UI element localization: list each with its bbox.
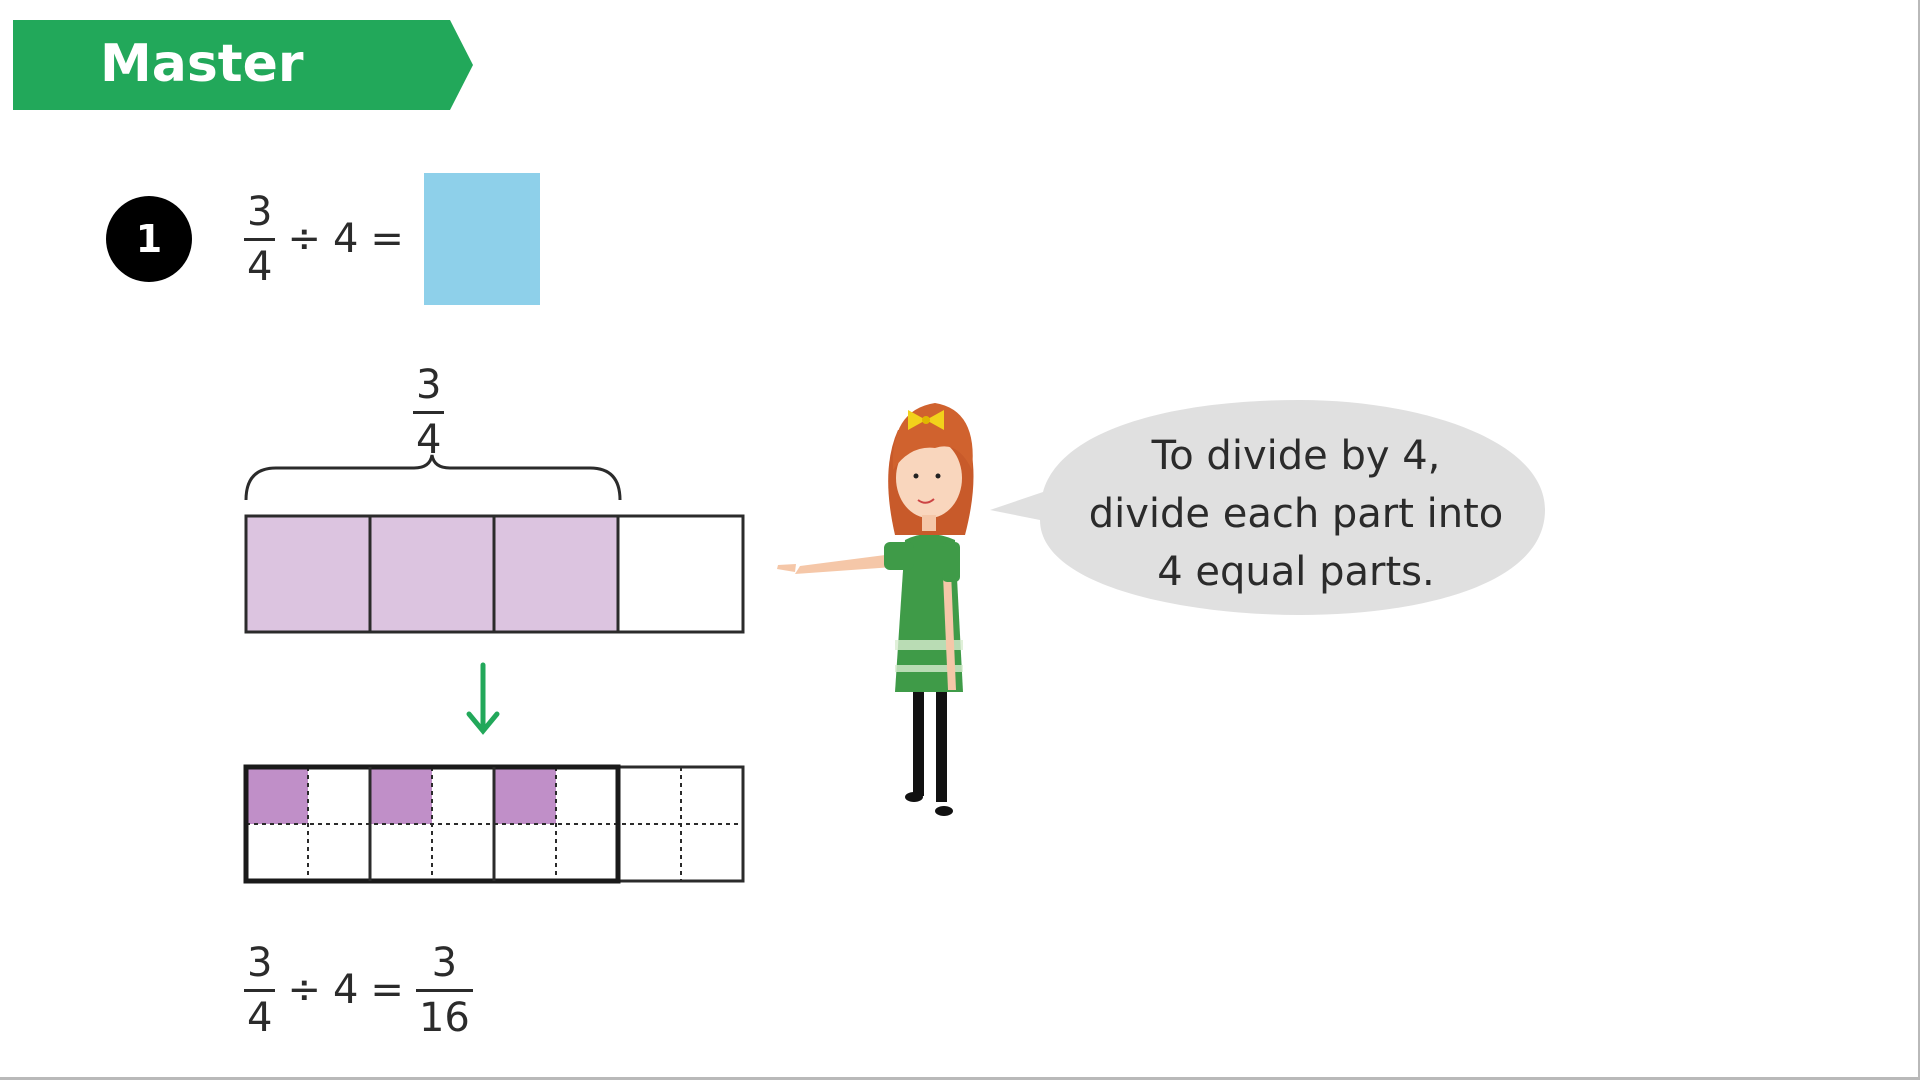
divide-operator: ÷ — [287, 967, 321, 1013]
top-bar-part-3 — [492, 514, 620, 634]
speech-bubble-text: To divide by 4, divide each part into 4 … — [1068, 427, 1524, 601]
fraction-denominator: 16 — [418, 994, 470, 1041]
page-right-border — [1918, 0, 1920, 1080]
banner-arrow-shape — [13, 20, 473, 110]
answer-box[interactable] — [423, 173, 540, 305]
top-bar-part-1 — [244, 514, 372, 634]
fraction-numerator: 3 — [431, 939, 458, 986]
equals-sign: = — [370, 216, 404, 262]
result-equation: 3 4 ÷ 4 = 3 16 — [244, 940, 473, 1040]
speech-bubble — [990, 400, 1545, 615]
equals-sign: = — [370, 967, 404, 1013]
fraction-bar — [244, 237, 276, 241]
fraction-denominator: 4 — [247, 994, 273, 1041]
fraction-denominator: 4 — [247, 243, 273, 290]
result-fraction: 3 16 — [415, 939, 473, 1041]
question-number-badge: 1 — [106, 196, 192, 282]
speech-line-2: divide each part into — [1088, 491, 1504, 537]
fraction-bar — [244, 988, 276, 992]
shaded-subpart-1 — [246, 767, 308, 824]
down-arrow-icon — [466, 662, 500, 735]
speech-line-1: To divide by 4, — [1151, 433, 1441, 479]
speech-line-3: 4 equal parts. — [1157, 549, 1435, 595]
fraction-denominator: 4 — [416, 417, 442, 463]
top-bar-part-4 — [616, 514, 745, 634]
fraction-bar — [413, 411, 445, 414]
bottom-bar-three-quarters — [243, 764, 621, 884]
fraction-numerator: 3 — [247, 939, 273, 986]
girl-character-illustration — [777, 403, 974, 816]
brace-label: 3 4 — [413, 362, 445, 463]
brace-fraction: 3 4 — [413, 362, 445, 463]
question-equation: 3 4 ÷ 4 = — [244, 172, 540, 306]
page-bottom-border — [0, 1077, 1920, 1080]
divide-operator: ÷ — [287, 216, 321, 262]
dividend-fraction: 3 4 — [244, 188, 276, 290]
top-bar-part-2 — [368, 514, 496, 634]
curly-brace — [244, 454, 622, 501]
divisor: 4 — [332, 967, 359, 1013]
hair-bow-icon — [908, 410, 944, 430]
fraction-bar — [415, 988, 473, 992]
fraction-numerator: 3 — [247, 188, 273, 235]
banner-title: Master — [100, 34, 304, 94]
bottom-bar-model — [243, 764, 745, 884]
fraction-numerator: 3 — [416, 362, 442, 408]
divisor: 4 — [332, 216, 359, 262]
shaded-subpart-3 — [494, 767, 556, 824]
dividend-fraction: 3 4 — [244, 939, 276, 1041]
shaded-subpart-2 — [370, 767, 432, 824]
top-bar-model — [244, 514, 745, 634]
